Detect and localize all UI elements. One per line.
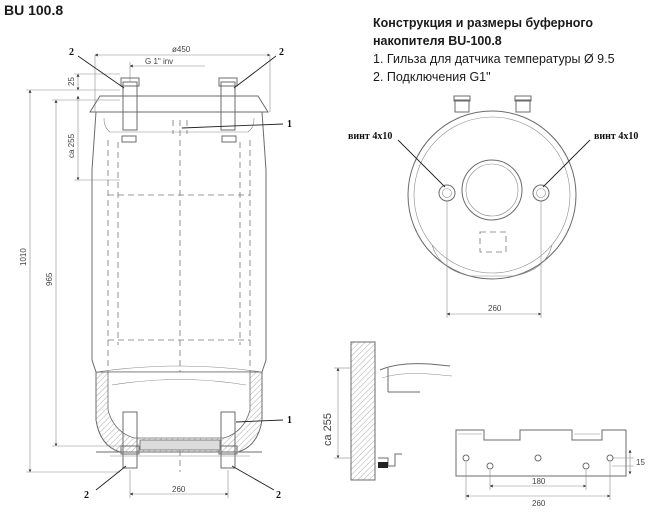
dim-bottom-spacing: 260	[172, 485, 186, 494]
callout-2-bottom-left: 2	[84, 490, 89, 501]
callout-2-bottom-right: 2	[276, 490, 281, 501]
callout-1-upper: 1	[287, 119, 292, 130]
callout-2-top-right: 2	[279, 47, 284, 58]
callout-1-lower: 1	[287, 415, 292, 426]
bracket-hole	[462, 454, 470, 462]
callout-2-top-left: 2	[69, 47, 74, 58]
screw-label-left: винт 4x10	[348, 131, 392, 142]
legend-heading-line1: Конструкция и размеры буферного	[373, 16, 594, 30]
dim-detail-height: ca 255	[322, 413, 334, 446]
legend-heading-line2: накопителя BU-100.8	[373, 34, 502, 48]
dim-offset: 15	[636, 458, 645, 467]
detail-view: ca 255 180 260 15	[322, 341, 645, 508]
top-connection-left	[122, 81, 138, 131]
screw-label-right: винт 4x10	[594, 131, 638, 142]
bracket-hole	[582, 462, 590, 470]
dim-holes-outer: 260	[532, 499, 546, 508]
dim-diameter: ø450	[172, 45, 191, 54]
dim-top-view-spacing: 260	[488, 304, 502, 313]
top-view: винт 4x10 винт 4x10 260	[348, 95, 638, 318]
dim-top-offset: 25	[67, 77, 76, 86]
legend-item-sensor-sleeve: 1. Гильза для датчика температуры Ø 9.5	[373, 52, 615, 66]
legend-block: Конструкция и размеры буферного накопите…	[373, 14, 658, 86]
bracket-hole	[486, 462, 494, 470]
bracket-hole	[534, 454, 542, 462]
dim-thread: G 1" inv	[145, 57, 173, 66]
wall-section	[350, 341, 376, 481]
bottom-connection-right	[220, 411, 236, 469]
side-view: ø450 G 1" inv 1010 965 25 ca 255	[19, 45, 292, 501]
legend-item-connections: 2. Подключения G1"	[373, 70, 491, 84]
mounting-bracket	[455, 429, 627, 477]
page-title: BU 100.8	[4, 2, 64, 18]
dim-height-inner: 965	[45, 272, 54, 286]
dim-sleeve-height: ca 255	[67, 133, 76, 158]
dim-height-total: 1010	[19, 248, 28, 266]
bottom-connection-left	[122, 411, 138, 469]
top-connection-right	[220, 81, 236, 131]
dim-holes-inner: 180	[532, 477, 546, 486]
